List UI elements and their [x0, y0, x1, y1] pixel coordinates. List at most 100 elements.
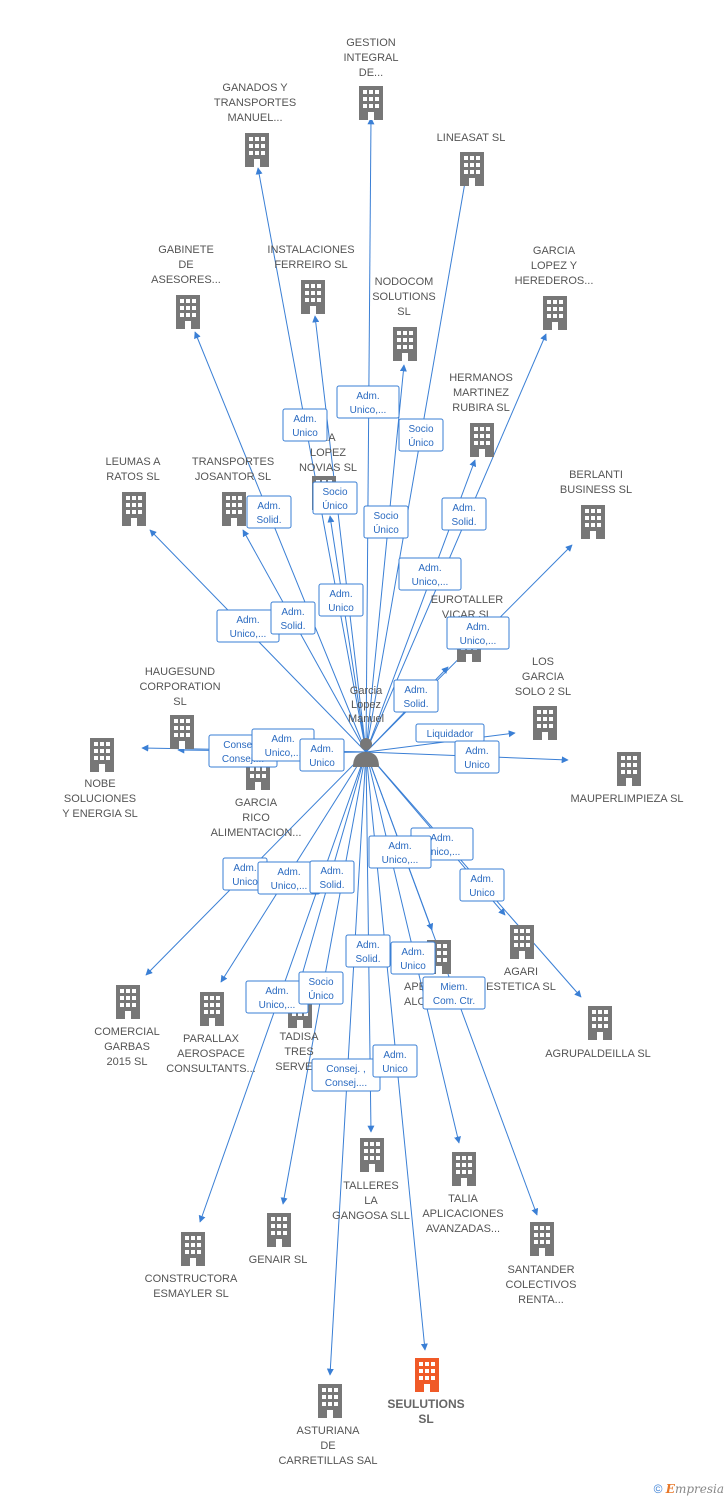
company-node-berlanti[interactable]: BERLANTI BUSINESS SL: [560, 469, 632, 539]
company-name-line: COMERCIAL: [94, 1026, 159, 1038]
company-node-agrupaldeilla[interactable]: AGRUPALDEILLA SL: [545, 1006, 651, 1060]
edge-label-e27[interactable]: Miem.Com. Ctr.: [422, 976, 486, 1010]
edge-label-e1[interactable]: Adm.Unico,...: [336, 385, 400, 419]
edge-label-e13[interactable]: Adm. Solid.: [393, 679, 439, 713]
edge-label-e25[interactable]: Adm. Solid.: [345, 934, 391, 968]
company-name-line: BERLANTI: [569, 469, 623, 481]
company-node-talia[interactable]: TALIAAPLICACIONESAVANZADAS...: [422, 1152, 504, 1235]
edge-label-e12[interactable]: Adm.Unico,...: [446, 616, 510, 650]
building-icon: [530, 1222, 554, 1256]
building-icon: [543, 296, 567, 330]
company-node-parallax[interactable]: PARALLAXAEROSPACECONSULTANTS...: [166, 992, 256, 1075]
brand-logo[interactable]: Empresia: [665, 1482, 724, 1496]
company-name-line: BUSINESS SL: [560, 484, 632, 496]
building-icon: [452, 1152, 476, 1186]
edge-label-text: Unico,...: [259, 1000, 296, 1011]
edge-label-e10[interactable]: Adm.Unico,...: [216, 609, 280, 643]
company-node-gabinete[interactable]: GABINETEDEASESORES...: [151, 244, 221, 329]
edge-label-text: Adm.: [356, 940, 379, 951]
edge-label-e18[interactable]: Adm.Unico: [454, 740, 500, 774]
company-name-line: INTEGRAL: [343, 52, 398, 64]
company-name-line: LOS: [532, 656, 554, 668]
company-name-line: SL: [173, 696, 186, 708]
edge-label-text: Unico,...: [230, 629, 267, 640]
edge-label-e9[interactable]: Adm.Unico: [318, 583, 364, 617]
edge-label-e2[interactable]: Adm.Unico: [282, 408, 328, 442]
edge-label-text: Único: [322, 499, 348, 512]
edge-label-e11[interactable]: Adm.Solid.: [270, 601, 316, 635]
edge-label-e26[interactable]: Adm.Unico: [390, 941, 436, 975]
edge-label-text: Unico,...: [265, 748, 302, 759]
edge-label-e30[interactable]: Consej. ,Consej....: [311, 1058, 381, 1092]
company-node-gestion[interactable]: GESTIONINTEGRALDE...: [343, 37, 399, 120]
edge-label-e31[interactable]: Adm.Unico: [372, 1044, 418, 1078]
edge-label-text: Solid.: [403, 699, 428, 710]
edge-label-e7[interactable]: Adm.Solid.: [441, 497, 487, 531]
edge-label-e21[interactable]: Adm.Unico: [459, 868, 505, 902]
edge-label-text: Socio: [322, 487, 347, 498]
company-node-ganados[interactable]: GANADOS YTRANSPORTESMANUEL...: [214, 82, 296, 167]
building-icon: [460, 152, 484, 186]
company-name-line: INSTALACIONES: [267, 244, 354, 256]
edge-label-e20[interactable]: Adm.Unico,...: [368, 835, 432, 869]
edge-label-e8[interactable]: Adm.Unico,...: [398, 557, 462, 591]
edge-label-text: Socio: [308, 977, 333, 988]
building-icon: [122, 492, 146, 526]
company-node-lineasat[interactable]: LINEASAT SL: [437, 132, 506, 186]
edge-label-e14[interactable]: Liquidador: [415, 723, 485, 743]
company-name-line: GABINETE: [158, 244, 214, 256]
edge-label-text: Consej. ,: [326, 1064, 365, 1075]
building-icon: [116, 985, 140, 1019]
edge-ganados: [255, 167, 367, 753]
edge-label-text: Solid.: [355, 954, 380, 965]
company-node-garcia_rico[interactable]: GARCIARICOALIMENTACION...: [211, 756, 302, 839]
edge-label-e16[interactable]: Adm.Unico,...: [251, 728, 315, 762]
edge-label-text: Socio: [408, 424, 433, 435]
edge-gabinete: [194, 331, 367, 753]
edge-label-text: Único: [308, 989, 334, 1002]
company-node-santander[interactable]: SANTANDERCOLECTIVOSRENTA...: [506, 1222, 577, 1306]
company-name-line: EUROTALLER: [431, 594, 504, 606]
company-name-line: SL: [418, 1412, 433, 1426]
company-name-line: LA: [364, 1195, 378, 1207]
company-name-line: MAUPERLIMPIEZA SL: [570, 793, 683, 805]
company-node-mauperlimpieza[interactable]: MAUPERLIMPIEZA SL: [570, 752, 684, 805]
company-name-line: TRES: [284, 1046, 313, 1058]
company-name-line: AGARI: [504, 966, 538, 978]
edge-label-text: Adm.: [404, 685, 427, 696]
company-name-line: RICO: [242, 812, 270, 824]
edge-label-e24[interactable]: Adm.Solid.: [309, 860, 355, 894]
company-node-genair[interactable]: GENAIR SL: [249, 1213, 308, 1266]
building-icon: [181, 1232, 205, 1266]
person-name-line: Garcia: [350, 685, 383, 697]
edge-label-e4[interactable]: Adm.Solid.: [246, 495, 292, 529]
edge-label-e17[interactable]: Adm.Unico: [299, 738, 345, 772]
building-icon: [533, 706, 557, 740]
edge-label-text: Unico: [292, 428, 318, 439]
